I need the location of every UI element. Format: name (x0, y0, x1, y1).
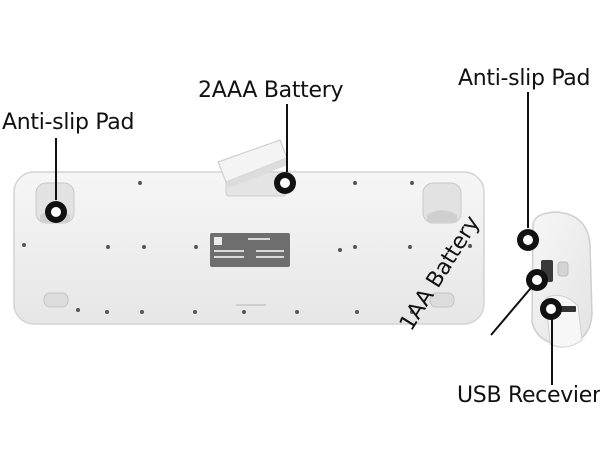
marker-usb-receiver (540, 298, 562, 320)
anti-slip-pad-left-label: Anti-slip Pad (2, 110, 135, 135)
marker-battery-1aa (526, 269, 548, 291)
marker-anti-slip-left (45, 201, 67, 223)
leader-lines (55, 92, 553, 385)
marker-battery-2aaa (274, 172, 296, 194)
battery-2aaa-label: 2AAA Battery (198, 78, 344, 103)
usb-receiver-label: USB Recevier (457, 383, 600, 408)
anti-slip-pad-right-label: Anti-slip Pad (458, 66, 591, 91)
marker-anti-slip-right (517, 229, 539, 251)
